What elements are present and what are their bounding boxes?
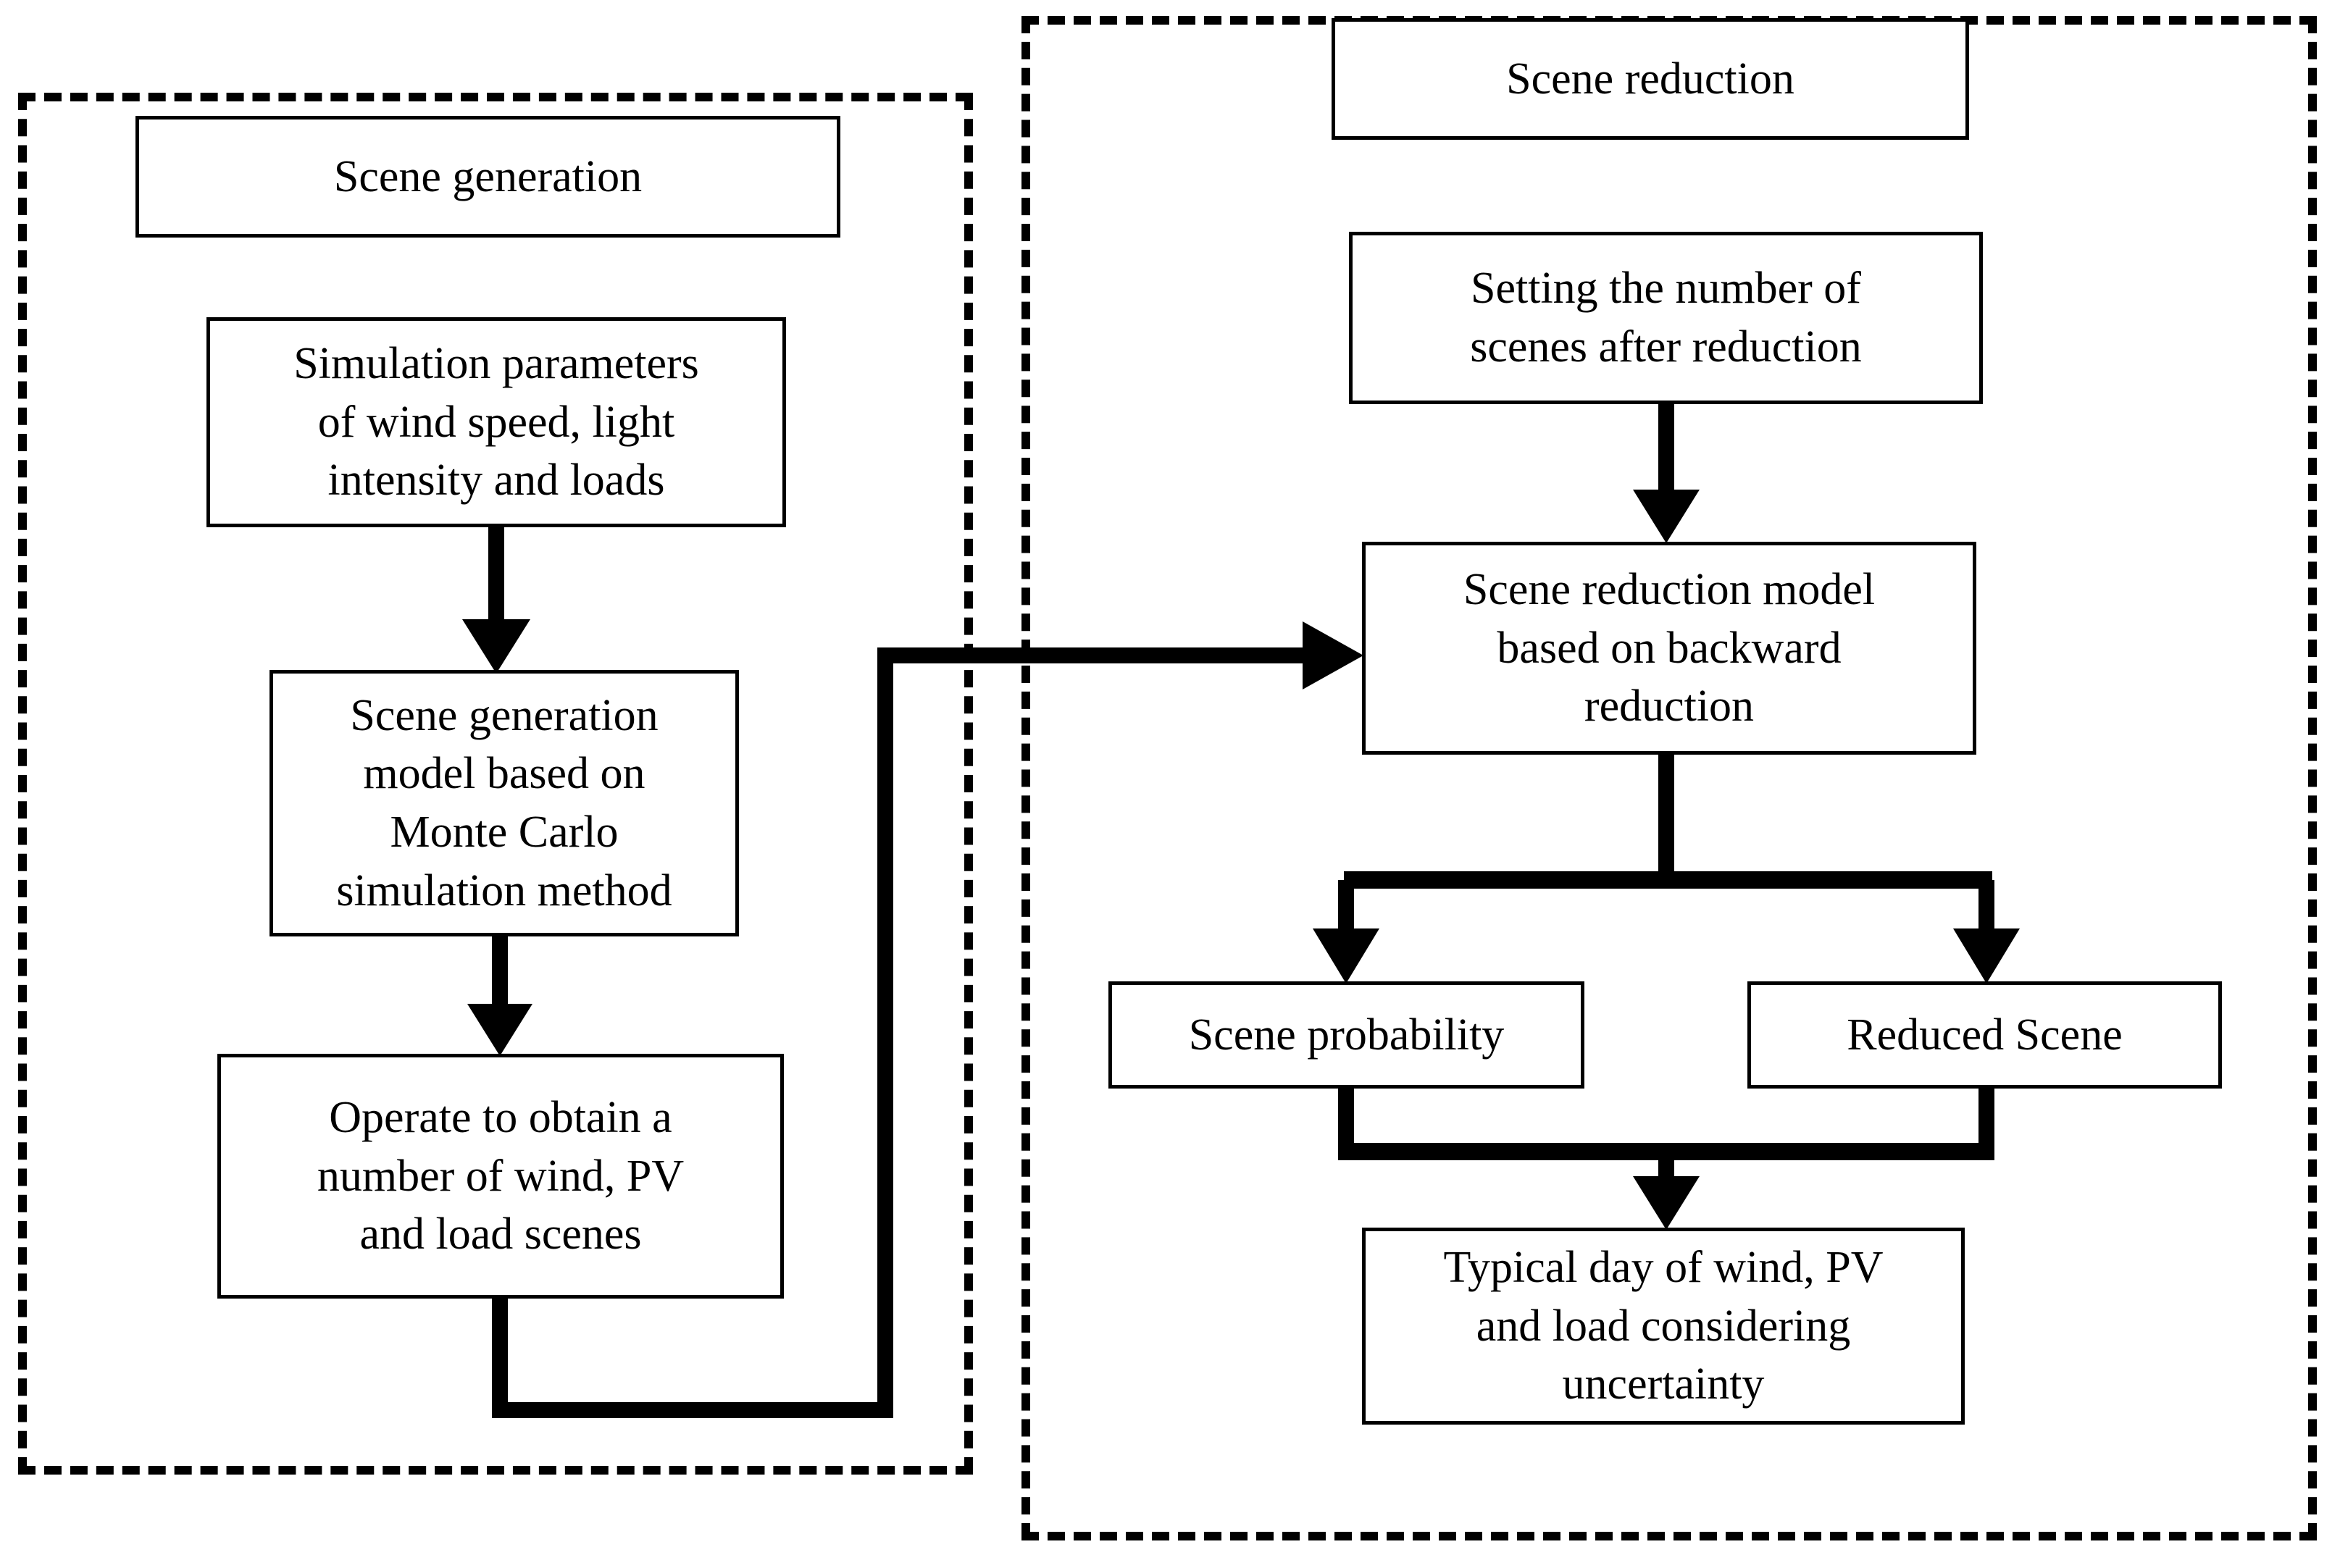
group-title-scene-generation-label: Scene generation (333, 151, 643, 201)
node-scene-probability: Scene probability (1108, 981, 1584, 1089)
group-title-scene-reduction: Scene reduction (1332, 18, 1969, 140)
node-scene-reduction-model: Scene reduction model based on backward … (1362, 542, 1976, 755)
node-scene-generation-model-label: Scene generation model based on Monte Ca… (336, 690, 672, 915)
node-reduced-scene-label: Reduced Scene (1847, 1010, 2123, 1060)
node-simulation-parameters-label: Simulation parameters of wind speed, lig… (293, 339, 699, 506)
node-setting-number-of-scenes: Setting the number of scenes after reduc… (1349, 232, 1983, 404)
node-setting-number-of-scenes-label: Setting the number of scenes after reduc… (1470, 264, 1862, 372)
node-scene-probability-label: Scene probability (1188, 1010, 1505, 1060)
node-simulation-parameters: Simulation parameters of wind speed, lig… (206, 317, 786, 527)
node-operate-to-obtain-scenes-label: Operate to obtain a number of wind, PV a… (317, 1093, 685, 1259)
group-title-scene-reduction-label: Scene reduction (1506, 54, 1794, 104)
node-reduced-scene: Reduced Scene (1747, 981, 2222, 1089)
node-typical-day-label: Typical day of wind, PV and load conside… (1443, 1243, 1884, 1409)
node-typical-day: Typical day of wind, PV and load conside… (1362, 1228, 1965, 1425)
node-scene-reduction-model-label: Scene reduction model based on backward … (1463, 565, 1876, 731)
node-scene-generation-model: Scene generation model based on Monte Ca… (269, 670, 739, 936)
group-title-scene-generation: Scene generation (135, 116, 840, 238)
node-operate-to-obtain-scenes: Operate to obtain a number of wind, PV a… (217, 1054, 784, 1299)
